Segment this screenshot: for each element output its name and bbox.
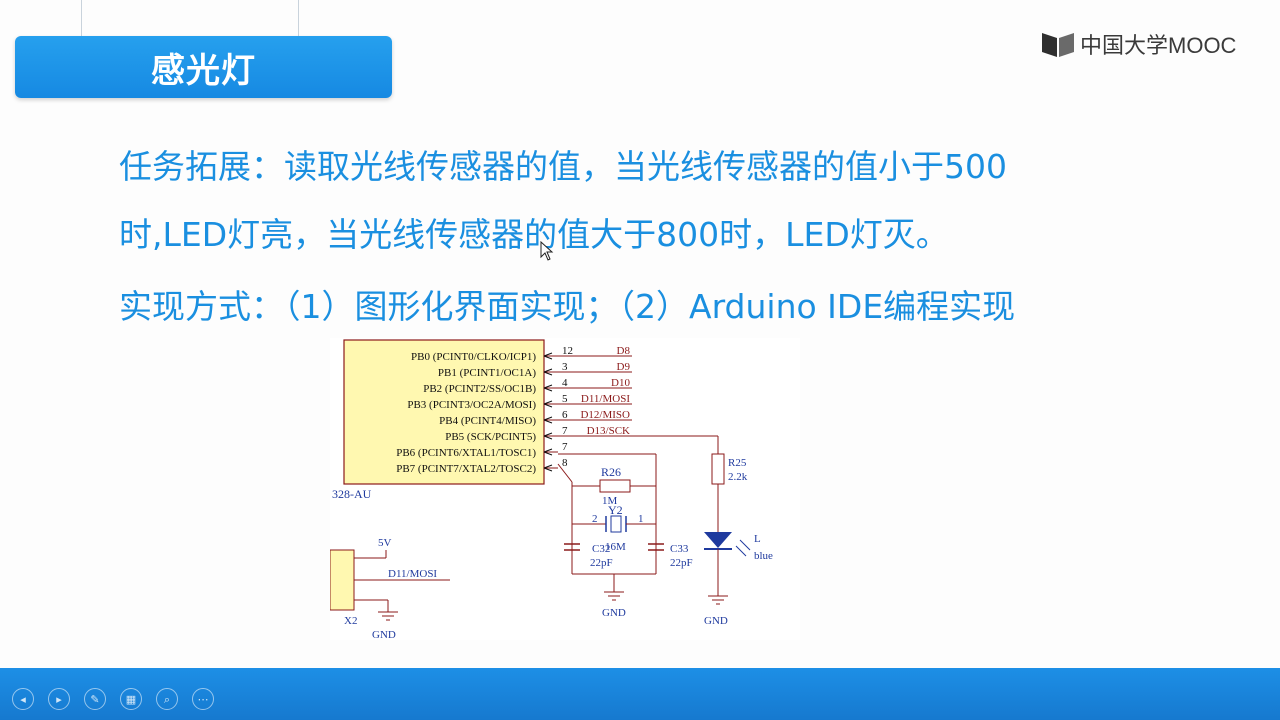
r26-label: R26: [601, 465, 621, 479]
x2-gnd-label: GND: [372, 629, 396, 640]
y2-body: [610, 515, 622, 533]
pin-number: 7: [562, 441, 568, 453]
pin-number: 3: [562, 361, 568, 373]
more-icon[interactable]: ⋯: [192, 688, 214, 710]
xtal1-wire: [557, 463, 573, 483]
r25-body: [711, 453, 725, 485]
pen-icon[interactable]: ✎: [84, 688, 106, 710]
led-ray-1: [735, 545, 747, 557]
x2-mosi-label: D11/MOSI: [388, 568, 437, 580]
gnd1-label: GND: [602, 607, 626, 619]
led-color: blue: [754, 550, 773, 562]
led-triangle: [704, 532, 732, 548]
c33-value: 22pF: [670, 557, 693, 569]
pin-arrow: [543, 464, 553, 472]
pin-label: PB5 (SCK/PCINT5): [445, 431, 536, 443]
pin-label: PB6 (PCINT6/XTAL1/TOSC1): [396, 447, 536, 459]
pin-net-label: D8: [617, 345, 631, 357]
gnd2-label: GND: [704, 615, 728, 627]
pin-arrow: [543, 352, 553, 360]
pin-number: 12: [562, 345, 573, 357]
pin-number: 6: [562, 409, 568, 421]
pin-label: PB4 (PCINT4/MISO): [439, 415, 536, 427]
pin-label: PB1 (PCINT1/OC1A): [438, 367, 536, 379]
r26-body: [599, 479, 631, 493]
slide-canvas: 感光灯 中国大学MOOC 任务拓展：读取光线传感器的值，当光线传感器的值小于50…: [15, 0, 1237, 640]
r25-value: 2.2k: [728, 471, 748, 483]
pin-arrow: [543, 400, 553, 408]
r26-value: 1M: [602, 495, 618, 507]
slides-icon[interactable]: ▦: [120, 688, 142, 710]
pin-number: 4: [562, 377, 568, 389]
pin-number: 7: [562, 425, 568, 437]
pin-label: PB0 (PCINT0/CLKO/ICP1): [411, 351, 536, 363]
pin-net-label: D12/MISO: [580, 409, 630, 421]
c32-value: 22pF: [590, 557, 613, 569]
presentation-toolbar: [0, 668, 1280, 720]
y2-pin2: 2: [592, 513, 598, 525]
c32-label: C32: [592, 543, 610, 555]
mooc-logo: 中国大学MOOC: [1040, 28, 1236, 60]
pin-net-label: D10: [611, 377, 630, 389]
y2-pin1: 1: [638, 513, 644, 525]
pin-label: PB7 (PCINT7/XTAL2/TOSC2): [396, 463, 536, 475]
prev-icon[interactable]: ◂: [12, 688, 34, 710]
slide-title: 感光灯: [151, 50, 256, 91]
chip-body: [343, 339, 545, 485]
x2-5v-label: 5V: [378, 537, 392, 549]
led-name: L: [754, 533, 761, 545]
y2-label: Y2: [608, 503, 623, 517]
pin-number: 5: [562, 393, 568, 405]
title-banner: 感光灯: [15, 36, 392, 98]
mooc-book-icon: [1042, 33, 1074, 57]
chip-name: 328-AU: [332, 487, 372, 501]
pin-arrow: [543, 368, 553, 376]
mouse-cursor-icon: [540, 241, 554, 261]
pin-net-label: D11/MOSI: [581, 393, 630, 405]
pin-net-label: D13/SCK: [587, 425, 630, 437]
top-divider-left: [81, 0, 82, 36]
x2-name: X2: [344, 615, 357, 627]
led-ray-2: [739, 539, 751, 551]
next-icon[interactable]: ▸: [48, 688, 70, 710]
zoom-icon[interactable]: ⌕: [156, 688, 178, 710]
task-line-1: 任务拓展：读取光线传感器的值，当光线传感器的值小于500: [119, 147, 1007, 186]
x2-header: [330, 549, 355, 611]
pin-arrow: [543, 384, 553, 392]
pin-number: 8: [562, 457, 568, 469]
logo-text: 中国大学MOOC: [1080, 33, 1237, 58]
pin-arrow: [543, 448, 553, 456]
c33-label: C33: [670, 543, 689, 555]
pin-label: PB2 (PCINT2/SS/OC1B): [423, 383, 536, 395]
r25-label: R25: [728, 457, 747, 469]
task-line-2: 时,LED灯亮，当光线传感器的值大于800时，LED灯灭。: [119, 215, 949, 254]
pin-net-label: D9: [617, 361, 631, 373]
y2-freq: 16M: [605, 541, 626, 553]
method-line: 实现方式：（1）图形化界面实现；（2）Arduino IDE编程实现: [119, 287, 1016, 326]
pin-arrow: [543, 432, 553, 440]
pin-arrow: [543, 416, 553, 424]
top-divider-right: [298, 0, 299, 36]
pin-label: PB3 (PCINT3/OC2A/MOSI): [407, 399, 536, 411]
